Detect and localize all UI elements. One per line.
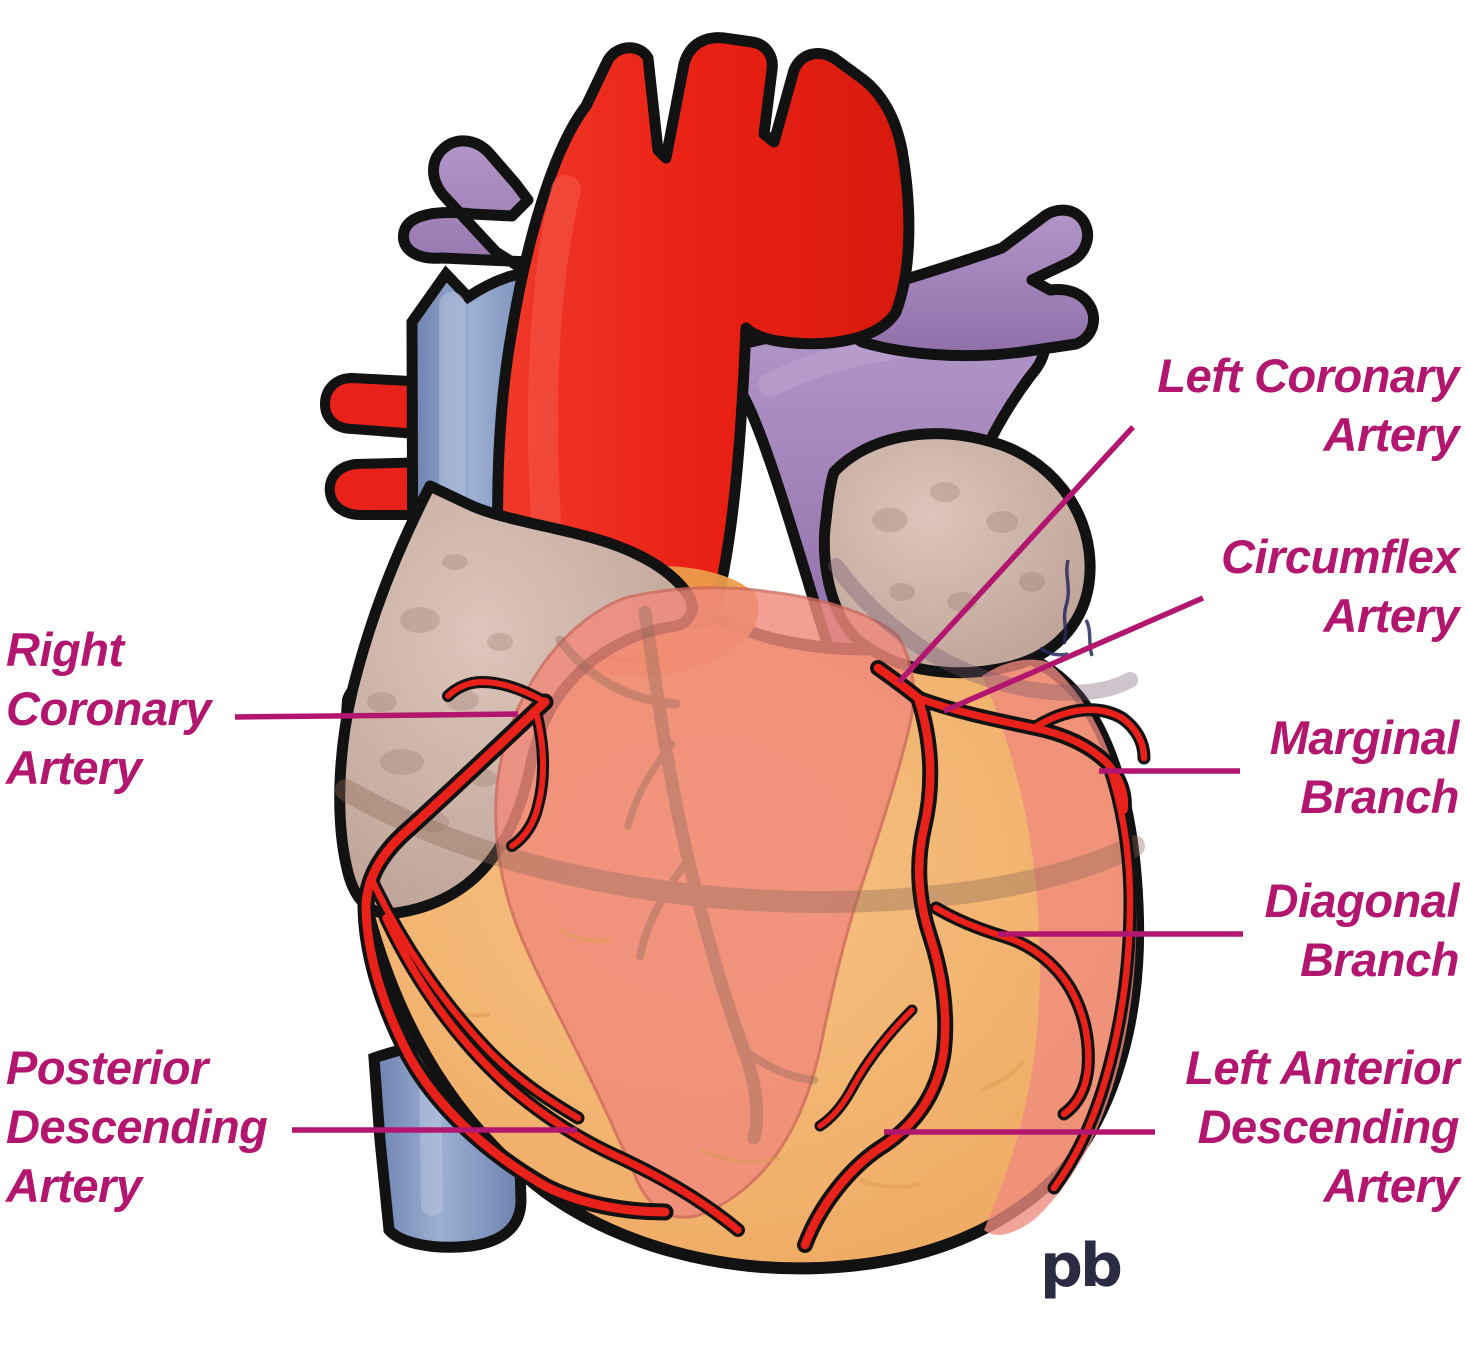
label-left-coronary-artery: Left Coronary Artery	[1157, 349, 1459, 461]
leader-left-coronary-artery	[896, 425, 1136, 684]
label-circumflex-artery: Circumflex Artery	[1221, 530, 1459, 642]
label-left-anterior-descending-artery: Left Anterior Descending Artery	[1185, 1041, 1459, 1212]
leader-circumflex-artery	[942, 595, 1205, 714]
leader-right-coronary-artery	[234, 711, 519, 720]
label-right-coronary-artery: Right Coronary Artery	[6, 623, 211, 794]
leader-lines	[234, 425, 1243, 1135]
right-pulmonary-artery	[398, 135, 578, 306]
label-marginal-branch: Marginal Branch	[1269, 711, 1460, 823]
left-atrial-appendage	[818, 428, 1096, 679]
label-posterior-descending-artery: Posterior Descending Artery	[6, 1041, 268, 1212]
atrial-vein-squiggles	[1038, 559, 1094, 657]
central-pink-region	[494, 586, 916, 1219]
label-diagonal-branch: Diagonal Branch	[1264, 874, 1460, 986]
faded-veins	[335, 558, 1145, 1145]
left-pulmonary-artery	[830, 204, 1099, 362]
artist-signature: pb	[1040, 1231, 1121, 1301]
